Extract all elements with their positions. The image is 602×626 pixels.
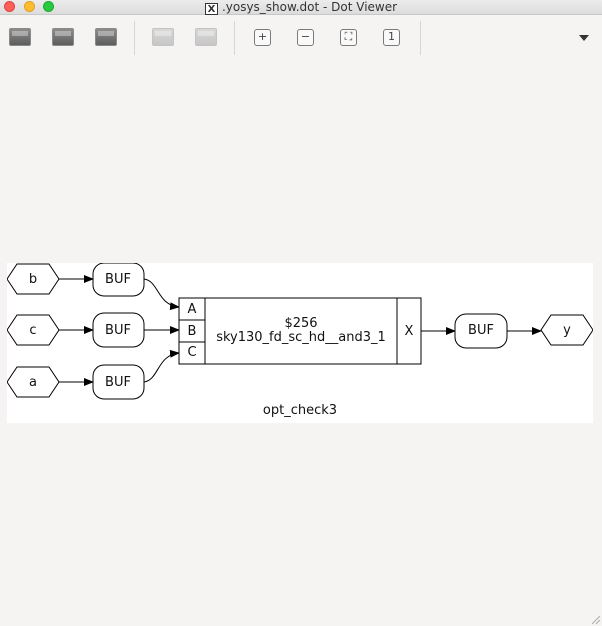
x11-icon: X — [204, 3, 218, 15]
input-port-c — [7, 314, 60, 346]
triangle-down-icon[interactable] — [579, 35, 589, 41]
graph-canvas[interactable]: b c a BUF BUF BUF — [7, 263, 593, 423]
buffer-node-out-label: BUF — [468, 323, 494, 338]
resize-grip-icon[interactable] — [591, 615, 601, 625]
title-bar: X.yosys_show.dot - Dot Viewer — [0, 0, 602, 15]
close-window-button[interactable] — [4, 1, 15, 12]
cell-port-b-label: B — [188, 324, 197, 339]
cell-type-label: sky130_fd_sc_hd__and3_1 — [216, 330, 386, 345]
graph-svg: b c a BUF BUF BUF — [7, 263, 593, 418]
toolbar-separator — [234, 21, 235, 55]
zoom-fit-button[interactable]: ⛶ — [340, 29, 357, 46]
maximize-window-button[interactable] — [43, 1, 54, 12]
cell-id-label: $256 — [284, 316, 317, 331]
zoom-in-button[interactable]: + — [254, 29, 271, 46]
input-port-c-label: c — [29, 323, 36, 338]
edge-buf-to-cell-c — [143, 349, 180, 383]
input-port-a-label: a — [29, 375, 37, 390]
minimize-window-button[interactable] — [24, 1, 35, 12]
output-port-y — [540, 314, 593, 346]
toolbar-button-back[interactable] — [152, 28, 174, 46]
output-port-y-label: y — [563, 323, 571, 338]
toolbar-button-open[interactable] — [9, 28, 31, 46]
zoom-100-button[interactable]: 1 — [383, 29, 400, 46]
zoom-out-button[interactable]: − — [297, 29, 314, 46]
toolbar-button-forward[interactable] — [195, 28, 217, 46]
input-port-b-label: b — [29, 272, 37, 287]
cell-node — [178, 297, 422, 365]
buffer-node-a-label: BUF — [105, 375, 131, 390]
cell-port-a-label: A — [188, 302, 197, 317]
toolbar-separator — [420, 21, 421, 55]
toolbar-separator — [134, 21, 135, 55]
cell-port-c-label: C — [187, 345, 196, 360]
cell-port-x-label: X — [405, 324, 414, 339]
toolbar-button-print[interactable] — [95, 28, 117, 46]
buffer-node-b-label: BUF — [105, 272, 131, 287]
toolbar: + − ⛶ 1 — [0, 15, 602, 57]
edge-buf-to-cell-a — [143, 278, 180, 311]
toolbar-button-save[interactable] — [52, 28, 74, 46]
input-port-b — [7, 263, 60, 295]
window-title: .yosys_show.dot - Dot Viewer — [221, 0, 398, 14]
buffer-node-c-label: BUF — [105, 323, 131, 338]
graph-label: opt_check3 — [263, 403, 337, 418]
window-title-area: X.yosys_show.dot - Dot Viewer — [0, 0, 602, 15]
input-port-a — [7, 366, 60, 398]
